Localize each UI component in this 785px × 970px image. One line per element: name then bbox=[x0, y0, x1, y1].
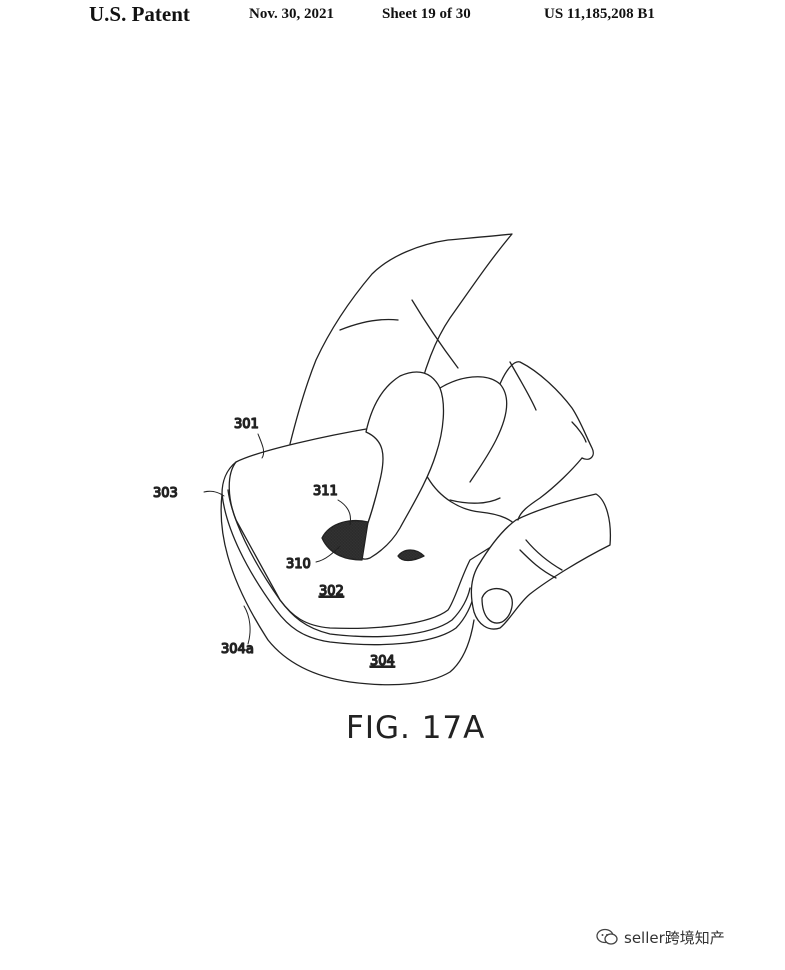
thumb-illustration bbox=[470, 493, 612, 630]
patent-header: U.S. Patent Nov. 30, 2021 Sheet 19 of 30… bbox=[0, 0, 785, 30]
chat-bubble-icon bbox=[596, 928, 618, 945]
sensor-button bbox=[321, 519, 425, 562]
hand-illustration bbox=[289, 233, 594, 560]
patent-header-title: U.S. Patent bbox=[89, 2, 190, 26]
reference-leaders bbox=[203, 433, 351, 645]
ref-304: 304 bbox=[370, 654, 395, 669]
watermark: seller跨境知产 bbox=[596, 925, 725, 949]
patent-header-sheet: Sheet 19 of 30 bbox=[382, 6, 471, 22]
ref-310: 310 bbox=[286, 557, 311, 572]
ref-301: 301 bbox=[234, 417, 259, 432]
patent-header-number: US 11,185,208 B1 bbox=[544, 6, 655, 22]
ref-311: 311 bbox=[313, 484, 338, 499]
ref-303: 303 bbox=[153, 486, 178, 501]
patent-header-date: Nov. 30, 2021 bbox=[249, 6, 335, 22]
watermark-text: seller跨境知产 bbox=[624, 928, 725, 947]
ref-304a: 304a bbox=[221, 642, 254, 657]
ref-302: 302 bbox=[319, 584, 344, 599]
figure-label: FIG. 17A bbox=[346, 710, 486, 746]
